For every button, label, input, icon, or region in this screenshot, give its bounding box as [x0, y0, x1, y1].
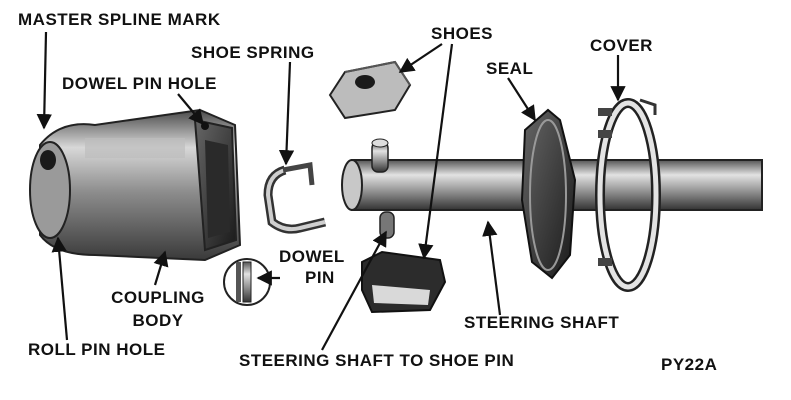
leader-lines [36, 31, 626, 351]
cover [595, 98, 661, 292]
label-coupling: COUPLING [111, 288, 205, 307]
shoe-top [328, 60, 412, 120]
shoe-bottom [361, 250, 447, 314]
label-master-spline-mark: MASTER SPLINE MARK [18, 10, 221, 29]
label-dowel-pin-hole: DOWEL PIN HOLE [62, 74, 217, 93]
figure-code: PY22A [661, 355, 718, 374]
label-dowel: DOWEL [279, 247, 345, 266]
label-cover: COVER [590, 36, 653, 55]
label-shoes: SHOES [431, 24, 494, 43]
label-seal: SEAL [486, 59, 534, 78]
label-shoe-spring: SHOE SPRING [191, 43, 315, 62]
label-body: BODY [132, 311, 184, 330]
label-roll-pin-hole: ROLL PIN HOLE [28, 340, 166, 359]
label-steering-shaft: STEERING SHAFT [464, 313, 620, 332]
label-pin: PIN [305, 268, 335, 287]
shoe-spring [263, 162, 327, 234]
seal [520, 108, 577, 280]
coupling-body [29, 108, 242, 262]
label-steering-shaft-to-shoe-pin: STEERING SHAFT TO SHOE PIN [239, 351, 515, 370]
dowel-pin-inset [223, 258, 271, 306]
